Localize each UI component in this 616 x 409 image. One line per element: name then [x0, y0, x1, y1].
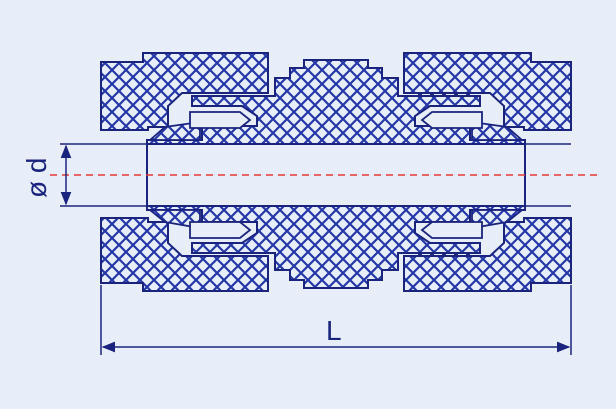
- right-tooth-top: [420, 111, 483, 129]
- left-nut-top: [100, 52, 269, 131]
- diameter-label: ø d: [21, 158, 52, 198]
- right-nut-top: [403, 52, 572, 131]
- left-tooth-bottom: [189, 221, 252, 239]
- left-tooth-top: [189, 111, 252, 129]
- right-tooth-bottom: [420, 221, 483, 239]
- bore-channel: [146, 143, 526, 207]
- o-ring-dots: [418, 93, 470, 257]
- right-nut-bottom: [403, 217, 572, 292]
- left-nut-bottom: [100, 217, 269, 292]
- length-label: L: [326, 315, 342, 346]
